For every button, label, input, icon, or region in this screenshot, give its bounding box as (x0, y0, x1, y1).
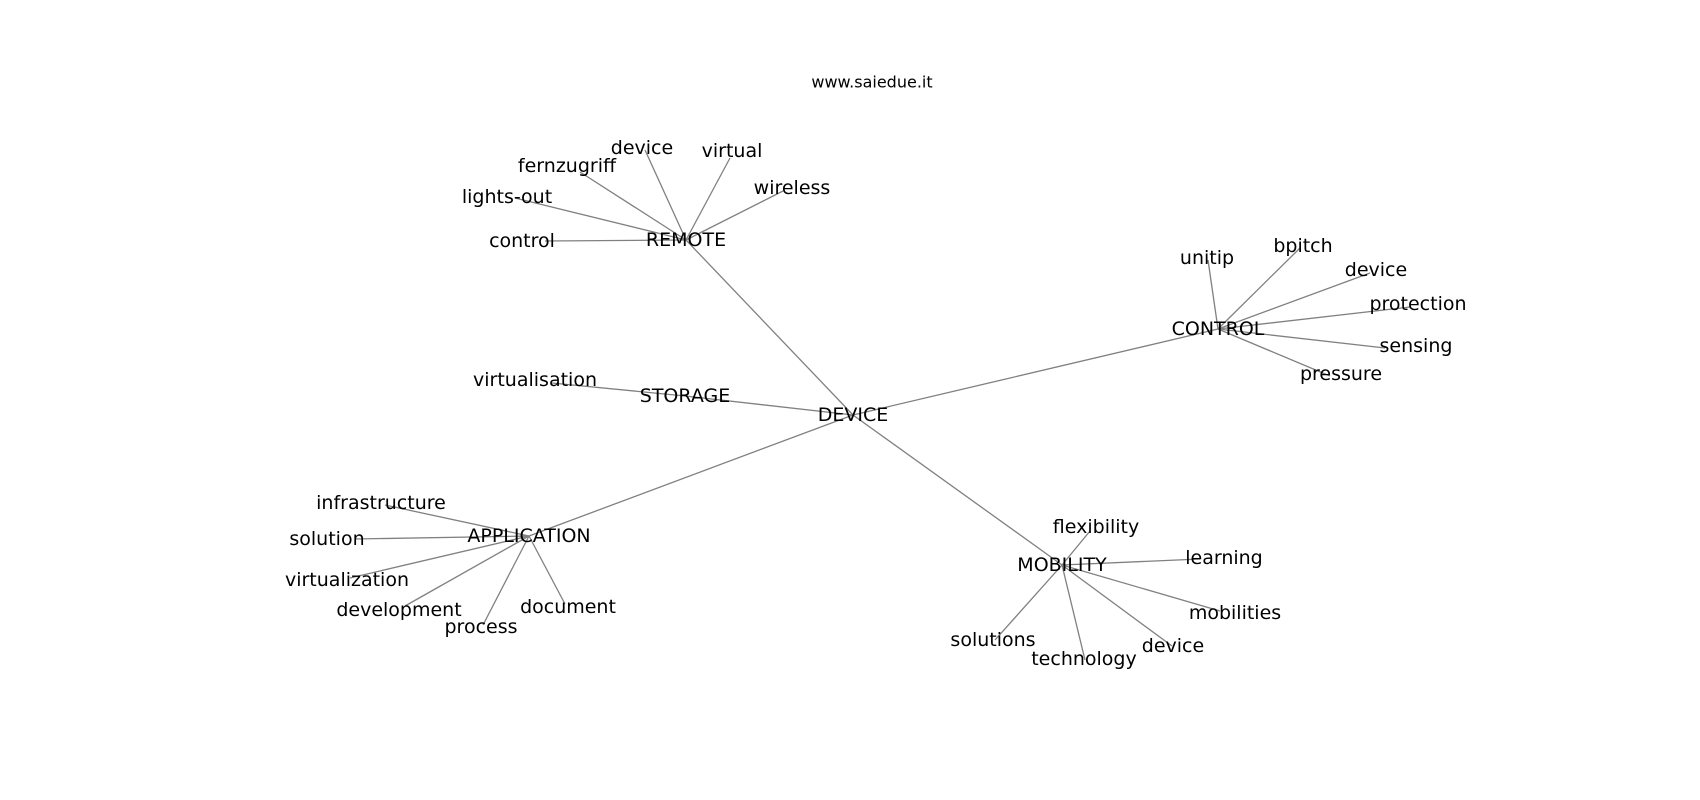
edge-application-leaf (384, 504, 530, 537)
leaf-node-mobility: flexibility (1053, 516, 1139, 538)
edge-control-leaf (1217, 247, 1301, 330)
leaf-node-mobility: mobilities (1189, 602, 1281, 624)
leaf-node-application: document (520, 596, 616, 618)
edge-mobility-leaf (1061, 530, 1091, 566)
leaf-node-mobility: learning (1185, 547, 1263, 569)
edge-mobility-leaf (1061, 564, 1221, 612)
edge-device-application (528, 414, 854, 537)
branch-node-mobility: MOBILITY (1017, 554, 1107, 576)
edge-application-leaf (349, 535, 530, 579)
edge-application-leaf (404, 535, 530, 607)
leaf-node-control: bpitch (1273, 235, 1332, 257)
branch-node-control: CONTROL (1172, 318, 1265, 340)
edge-remote-leaf (544, 239, 687, 242)
edge-control-leaf (1217, 306, 1411, 330)
site-url-label: www.saiedue.it (811, 73, 932, 92)
edge-application-leaf (482, 535, 530, 626)
leaf-node-remote: device (611, 137, 673, 159)
graph-edges (349, 149, 1411, 661)
edge-control-leaf (1207, 259, 1219, 330)
edge-application-leaf (354, 535, 530, 540)
leaf-node-application: process (444, 616, 517, 638)
leaf-node-mobility: device (1142, 635, 1204, 657)
leaf-node-control: pressure (1300, 363, 1382, 385)
leaf-node-control: device (1345, 259, 1407, 281)
branch-node-remote: REMOTE (646, 229, 726, 251)
leaf-node-control: unitip (1180, 247, 1234, 269)
edge-mobility-leaf (994, 564, 1063, 641)
leaf-node-remote: fernzugriff (518, 155, 617, 177)
leaf-node-mobility: technology (1031, 648, 1137, 670)
edge-remote-leaf (579, 171, 687, 241)
edge-mobility-leaf (1061, 564, 1173, 647)
root-node-device: DEVICE (818, 404, 889, 426)
leaf-node-application: development (336, 599, 461, 621)
edge-remote-leaf (685, 157, 731, 241)
edge-control-leaf (1217, 328, 1386, 349)
edge-remote-leaf (685, 190, 784, 241)
leaf-node-application: infrastructure (316, 492, 446, 514)
edge-application-leaf (528, 535, 566, 605)
leaf-node-storage: virtualisation (473, 369, 597, 391)
leaf-node-control: protection (1369, 293, 1466, 315)
edge-control-leaf (1217, 328, 1331, 377)
edge-remote-leaf (514, 197, 687, 241)
leaf-node-remote: lights-out (462, 186, 552, 208)
leaf-node-remote: virtual (702, 140, 763, 162)
branch-node-application: APPLICATION (467, 525, 590, 547)
leaf-node-application: virtualization (285, 569, 409, 591)
edge-device-control (852, 328, 1219, 416)
edge-device-mobility (852, 414, 1063, 566)
edge-mobility-leaf (1061, 558, 1201, 566)
edge-mobility-leaf (1061, 564, 1086, 661)
leaf-node-control: sensing (1380, 335, 1453, 357)
leaf-node-mobility: solutions (950, 629, 1035, 651)
edge-device-storage (684, 395, 854, 416)
leaf-node-remote: wireless (754, 177, 831, 199)
edge-remote-leaf (644, 149, 687, 241)
edge-storage-leaf (551, 382, 686, 397)
edge-device-remote (685, 239, 854, 416)
leaf-node-application: solution (289, 528, 364, 550)
edge-control-leaf (1217, 272, 1371, 330)
branch-node-storage: STORAGE (640, 385, 730, 407)
graph-labels: www.saiedue.it DEVICE REMOTE control light… (285, 73, 1467, 671)
leaf-node-remote: control (489, 230, 555, 252)
